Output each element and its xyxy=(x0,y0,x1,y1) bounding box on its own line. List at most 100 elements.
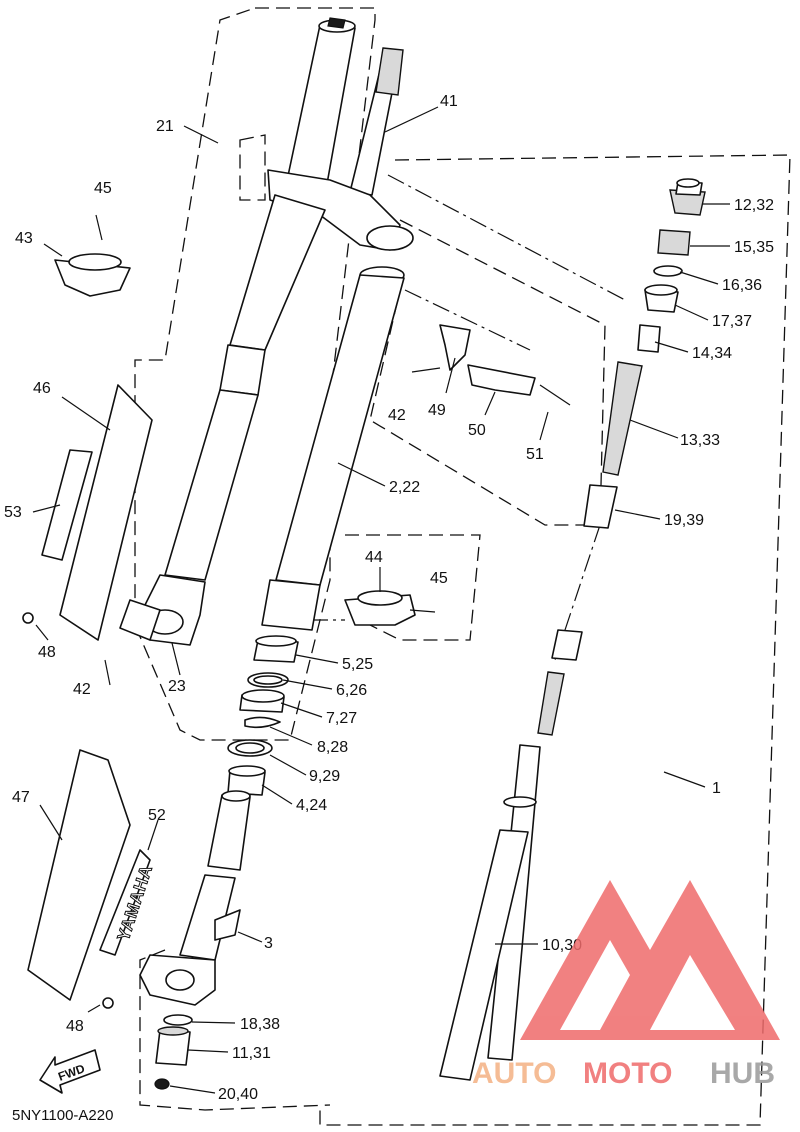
watermark-logo-icon xyxy=(520,880,780,1040)
screw-48-upper xyxy=(22,612,34,624)
dust-seal-hole xyxy=(235,742,265,754)
washer-hole xyxy=(253,675,283,685)
rebound-spring xyxy=(583,484,618,529)
bolt-42-upper xyxy=(411,367,441,373)
bushing-top xyxy=(255,635,297,647)
callout-49: 49 xyxy=(428,402,446,419)
callout-51: 51 xyxy=(526,446,544,463)
callout-41: 41 xyxy=(440,93,458,110)
callout-45-lower: 45 xyxy=(430,570,448,587)
clamp-bracket-boundary xyxy=(239,134,266,201)
watermark-auto: AUTO xyxy=(472,1057,556,1090)
cartridge-collar xyxy=(503,796,537,808)
leader-1 xyxy=(663,771,706,788)
holder-boundary xyxy=(345,534,481,641)
leader-lines xyxy=(32,106,730,1094)
leader-4 xyxy=(261,784,293,805)
inner-tube xyxy=(261,266,405,631)
outer-tube-band xyxy=(219,344,266,396)
leader-52 xyxy=(147,819,159,851)
leader-9 xyxy=(269,754,307,776)
callout-19-39: 19,39 xyxy=(664,512,704,529)
leader-19 xyxy=(614,509,661,520)
leader-20 xyxy=(169,1085,216,1094)
callout-4-24: 4,24 xyxy=(296,797,327,814)
leader-2 xyxy=(337,462,386,487)
leader-53 xyxy=(32,504,61,513)
leader-18 xyxy=(191,1021,236,1024)
bottom-parts-boundary xyxy=(139,949,331,1111)
callout-52: 52 xyxy=(148,807,166,824)
leader-46 xyxy=(61,396,111,431)
callout-21: 21 xyxy=(156,118,174,135)
callout-48-upper: 48 xyxy=(38,644,56,661)
decal-52 xyxy=(99,849,151,956)
outer-tube-assembly xyxy=(119,17,414,646)
damper-adjuster xyxy=(657,229,691,256)
callout-42-lower: 42 xyxy=(73,681,91,698)
callout-43: 43 xyxy=(15,230,33,247)
callout-9-29: 9,29 xyxy=(309,768,340,785)
inner-tube-body xyxy=(275,274,405,586)
leader-23 xyxy=(171,642,181,676)
leader-14 xyxy=(654,341,689,353)
inner-tube-slider xyxy=(261,579,321,631)
callout-18-38: 18,38 xyxy=(240,1016,280,1033)
guide-50 xyxy=(467,364,536,396)
fwd-arrow: FWD xyxy=(39,1049,101,1094)
damper-rod xyxy=(537,671,565,736)
upper-tube xyxy=(284,24,356,196)
callout-42-upper: 42 xyxy=(388,407,406,424)
callout-50: 50 xyxy=(468,422,486,439)
watermark-hub: HUB xyxy=(710,1057,775,1090)
leader-16 xyxy=(679,271,719,285)
callout-8-28: 8,28 xyxy=(317,739,348,756)
upper-tube-cap xyxy=(327,17,346,29)
spring-seat-top xyxy=(644,284,678,296)
oil-seal-top xyxy=(241,689,285,703)
watermark-moto: MOTO xyxy=(583,1057,672,1090)
leader-6 xyxy=(282,679,333,690)
fork-guards: YAMAHA xyxy=(27,384,157,1001)
cartridge-tube xyxy=(439,829,529,1081)
callout-2-22: 2,22 xyxy=(389,479,420,496)
outer-tube-lower xyxy=(164,389,259,581)
callout-17-37: 17,37 xyxy=(712,313,752,330)
base-valve-top xyxy=(157,1026,189,1036)
callout-6-26: 6,26 xyxy=(336,682,367,699)
leader-41 xyxy=(384,106,439,133)
lower-axle-hole xyxy=(165,969,195,991)
callout-15-35: 15,35 xyxy=(734,239,774,256)
callout-1: 1 xyxy=(712,780,721,797)
lower-tube-sleeve-top xyxy=(221,790,251,802)
leader-7 xyxy=(280,702,323,718)
diagram-code: 5NY1100-A220 xyxy=(12,1107,113,1124)
leader-51 xyxy=(539,411,549,441)
callout-48-lower: 48 xyxy=(66,1018,84,1035)
guide-bushing-top xyxy=(228,765,266,777)
drain-screw xyxy=(154,1078,170,1090)
callout-14-34: 14,34 xyxy=(692,345,732,362)
bolt-42-lower xyxy=(104,659,111,686)
leader-3 xyxy=(237,931,263,943)
lower-tube-sleeve xyxy=(207,794,251,871)
guard-decal-53 xyxy=(41,449,93,561)
stem-thread xyxy=(375,47,404,96)
lower-spring xyxy=(551,629,583,661)
bolt-45-lower xyxy=(409,609,436,613)
bolt-51 xyxy=(539,384,571,406)
bracket-49 xyxy=(439,324,471,371)
leader-48a xyxy=(35,624,49,641)
callout-13-33: 13,33 xyxy=(680,432,720,449)
damper-rod-holder xyxy=(602,361,643,476)
cartridge-parts xyxy=(439,178,706,1081)
callout-53: 53 xyxy=(4,504,22,521)
bolt-45-upper xyxy=(95,214,103,241)
o-ring xyxy=(163,1014,193,1026)
callout-45-upper: 45 xyxy=(94,180,112,197)
retaining-clip xyxy=(244,716,281,729)
cap-washer xyxy=(653,265,683,277)
lower-inner-tube xyxy=(139,790,251,1006)
caliper-mount xyxy=(119,599,161,641)
guard-bracket-boundary xyxy=(369,219,606,526)
